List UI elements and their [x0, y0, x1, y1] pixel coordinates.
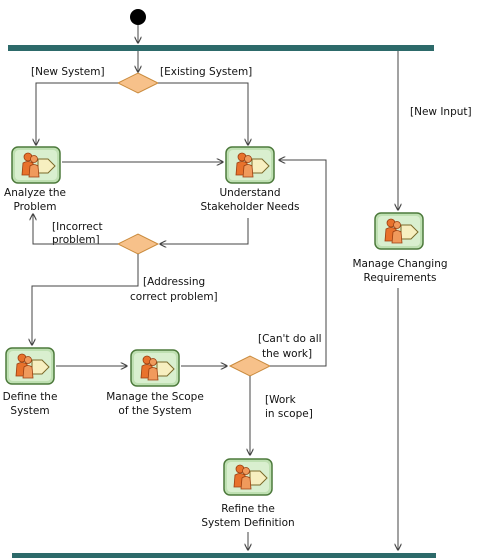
activity-label: System Definition [201, 517, 294, 529]
activity-understand-stakeholder-needs: Understand Stakeholder Needs [200, 146, 300, 213]
guard-incorrect-problem: [Incorrect [52, 221, 103, 233]
guard-incorrect-problem: problem] [52, 234, 100, 246]
decision-system-type [116, 72, 160, 94]
workflow-detail-icon [5, 347, 55, 385]
flow-back-to-analyze [33, 214, 118, 245]
activity-label: Define the [3, 391, 58, 403]
initial-node [130, 9, 146, 25]
flow-to-analyze [36, 82, 118, 145]
guard-addressing-correct: correct problem] [130, 291, 218, 303]
guard-existing-system: [Existing System] [160, 66, 252, 78]
flow-to-understand [158, 82, 248, 145]
activity-define-the-system: Define the System [3, 347, 58, 417]
workflow-detail-icon [223, 458, 273, 496]
activity-label: Understand [219, 187, 280, 199]
activity-label: System [10, 405, 49, 417]
activity-label: Manage Changing [352, 258, 447, 270]
activity-label: Stakeholder Needs [200, 201, 299, 213]
guard-work-in-scope: in scope] [265, 408, 313, 420]
activity-label: Problem [14, 201, 57, 213]
workflow-detail-icon [225, 146, 275, 184]
guard-addressing-correct: [Addressing [143, 276, 205, 288]
guard-new-system: [New System] [31, 66, 105, 78]
workflow-detail-icon [11, 146, 61, 184]
activity-manage-changing-requirements: Manage Changing Requirements [352, 212, 448, 284]
activity-label: Requirements [364, 272, 437, 284]
decision-problem-check [116, 233, 160, 255]
activity-label: of the System [118, 405, 191, 417]
workflow-detail-icon [130, 349, 180, 387]
workflow-detail-icon [374, 212, 424, 250]
flow-understand-to-decision [160, 218, 249, 244]
guard-cant-do-all: the work] [262, 348, 312, 360]
guard-new-input: [New Input] [410, 106, 472, 118]
guard-cant-do-all: [Can't do all [258, 333, 322, 345]
join-bar [12, 553, 436, 558]
activity-label: Analyze the [4, 187, 66, 199]
guard-work-in-scope: [Work [265, 394, 297, 406]
flow-back-to-understand [270, 160, 327, 367]
flow-to-define [32, 254, 139, 345]
activity-analyze-the-problem: Analyze the Problem [4, 146, 66, 213]
activity-label: Refine the [221, 503, 275, 515]
fork-bar [8, 45, 434, 51]
activity-manage-the-scope: Manage the Scope of the System [106, 349, 204, 417]
activity-label: Manage the Scope [106, 391, 204, 403]
activity-refine-the-system-definition: Refine the System Definition [201, 458, 295, 529]
